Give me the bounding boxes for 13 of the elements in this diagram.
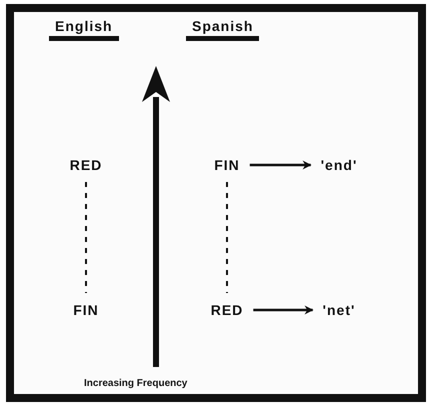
column-heading: Spanish [186, 18, 260, 41]
arrow [250, 160, 312, 170]
word-label: FIN [212, 156, 242, 174]
word-label: 'end' [318, 156, 360, 174]
dotted-line [226, 182, 228, 293]
word-label: RED [208, 301, 246, 319]
word-label: FIN [71, 301, 101, 319]
arrow [253, 306, 314, 314]
word-label: RED [68, 156, 104, 174]
column-heading: English [49, 18, 119, 41]
dotted-line [85, 182, 87, 293]
word-label: 'net' [320, 301, 358, 319]
axis-label: Increasing Frequency [84, 378, 188, 389]
